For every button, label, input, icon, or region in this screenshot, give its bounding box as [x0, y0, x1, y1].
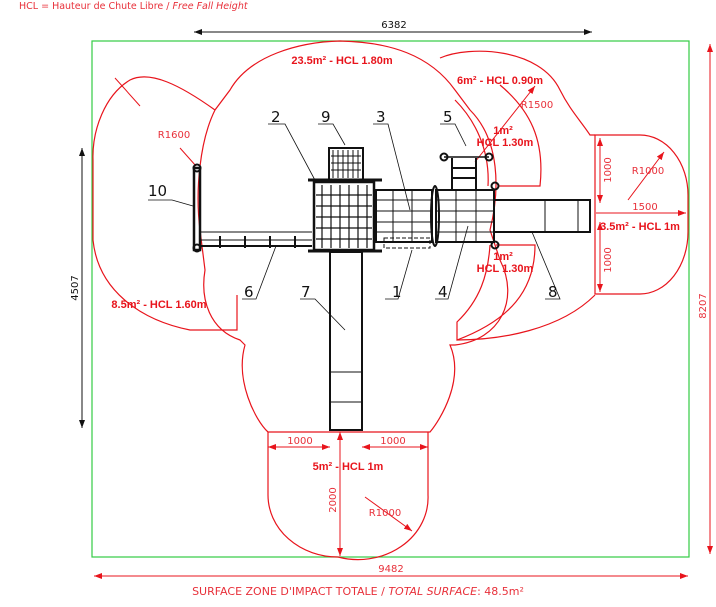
- zone-left-label: 8.5m² - HCL 1.60m: [111, 299, 206, 311]
- dimension-labels: 6382 4507 9482 8207 1000 1000 1500 1000 …: [70, 20, 709, 575]
- radius-right: R1000: [632, 166, 664, 177]
- label-9: 9: [321, 108, 331, 126]
- red-dimensions: [94, 44, 713, 579]
- label-6: 6: [244, 283, 254, 301]
- part-6-bridge: [200, 231, 312, 248]
- dim-bottom-extent: 2000: [328, 487, 339, 512]
- zone-main-label: 23.5m² - HCL 1.80m: [291, 55, 393, 67]
- radius-top-right: R1500: [521, 100, 553, 111]
- total-surface: SURFACE ZONE D'IMPACT TOTALE / TOTAL SUR…: [0, 585, 716, 598]
- legend-translation: Free Fall Height: [172, 1, 248, 12]
- part-labels: 1 2 3 4 5 6 7 8 9 10: [148, 108, 558, 301]
- label-8: 8: [548, 283, 558, 301]
- label-5: 5: [443, 108, 453, 126]
- zone-bottom-outline: [267, 432, 429, 561]
- zone-small-upper-outline: [454, 99, 489, 187]
- legend-abbr: HCL = Hauteur de Chute Libre /: [19, 1, 170, 12]
- label-2: 2: [271, 108, 281, 126]
- impact-boundary: [91, 40, 690, 558]
- zone-small-upper-hcl: HCL 1.30m: [477, 137, 534, 149]
- part-9-ladder: [328, 147, 364, 181]
- play-structure: [192, 147, 591, 431]
- zone-left-outline: [92, 76, 238, 331]
- part-2-tower: [308, 178, 382, 253]
- dim-right-lower: 1000: [603, 247, 614, 272]
- total-label: SURFACE ZONE D'IMPACT TOTALE /: [192, 585, 385, 598]
- total-label-en: TOTAL SURFACE: [388, 585, 478, 598]
- zone-top-right-outline: [439, 50, 595, 136]
- part-5-ladder: [439, 152, 494, 190]
- label-7: 7: [301, 283, 311, 301]
- label-3: 3: [376, 108, 386, 126]
- radius-labels: R1600 R1500 R1000 R1000: [158, 100, 664, 519]
- dim-bottom-left: 1000: [287, 436, 312, 447]
- zone-labels: 23.5m² - HCL 1.80m 6m² - HCL 0.90m 1m² H…: [111, 55, 680, 473]
- part-1-platform: [383, 237, 431, 249]
- dim-right-upper: 1000: [603, 157, 614, 182]
- label-10: 10: [148, 182, 167, 200]
- label-1: 1: [392, 283, 402, 301]
- dim-structure-depth: 4507: [70, 275, 81, 300]
- part-4-tunnel: [430, 185, 495, 247]
- part-7-slide: [329, 251, 363, 431]
- zone-small-upper-area: 1m²: [493, 125, 513, 137]
- zone-top-right-label: 6m² - HCL 0.90m: [457, 75, 543, 87]
- zone-right-outline: [594, 134, 689, 295]
- dim-right-extent: 1500: [632, 202, 657, 213]
- zone-main-outline: [197, 40, 509, 433]
- dim-total-width: 9482: [378, 564, 403, 575]
- zone-small-lower-area: 1m²: [493, 251, 513, 263]
- impact-zones: [92, 40, 689, 561]
- dim-total-depth: 8207: [698, 293, 709, 318]
- radius-bottom: R1000: [369, 508, 401, 519]
- radius-left: R1600: [158, 130, 190, 141]
- hcl-legend: HCL = Hauteur de Chute Libre / Free Fall…: [19, 1, 248, 12]
- part-10-climbing-wall: [192, 166, 202, 252]
- zone-small-lower-hcl: HCL 1.30m: [477, 263, 534, 275]
- black-dimensions: [79, 29, 592, 428]
- leader-lines: [148, 123, 561, 331]
- total-value: : 48.5m²: [477, 585, 524, 598]
- zone-bottom-label: 5m² - HCL 1m: [313, 461, 384, 473]
- part-8-slide: [490, 181, 591, 250]
- dim-structure-width: 6382: [381, 20, 406, 31]
- part-3-tunnel: [375, 189, 433, 243]
- zone-right-label: 3.5m² - HCL 1m: [600, 221, 680, 233]
- label-4: 4: [438, 283, 448, 301]
- dim-bottom-right: 1000: [380, 436, 405, 447]
